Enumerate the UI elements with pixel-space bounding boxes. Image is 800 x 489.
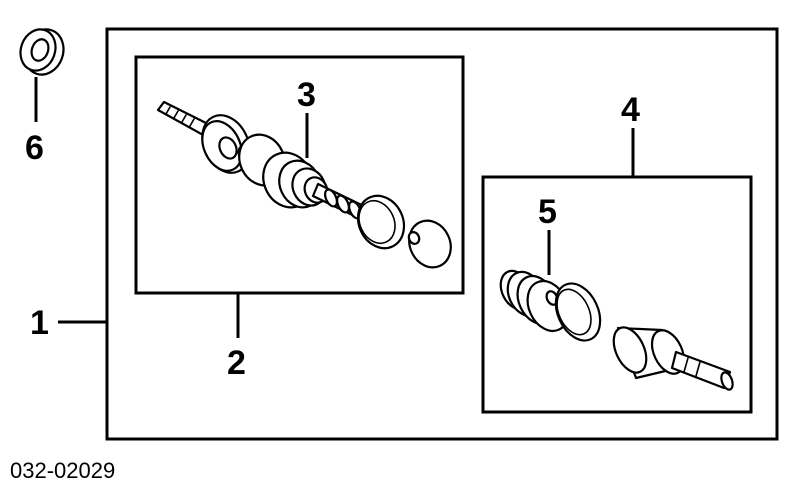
- callout-1: 1: [30, 304, 49, 342]
- callout-6: 6: [25, 129, 44, 167]
- inner-cv-joint-parts: [499, 269, 734, 391]
- callout-2: 2: [227, 344, 246, 382]
- axle-assembly-box: [105, 27, 779, 441]
- part-number-label: 032-02029: [10, 458, 115, 483]
- callout-3: 3: [297, 76, 316, 114]
- washer-part: [19, 28, 65, 76]
- outer-cv-joint-parts: [156, 100, 452, 269]
- outer-joint-box: [134, 55, 465, 295]
- callout-5: 5: [538, 193, 557, 231]
- callout-4: 4: [621, 91, 640, 129]
- inner-joint-box: [481, 175, 753, 414]
